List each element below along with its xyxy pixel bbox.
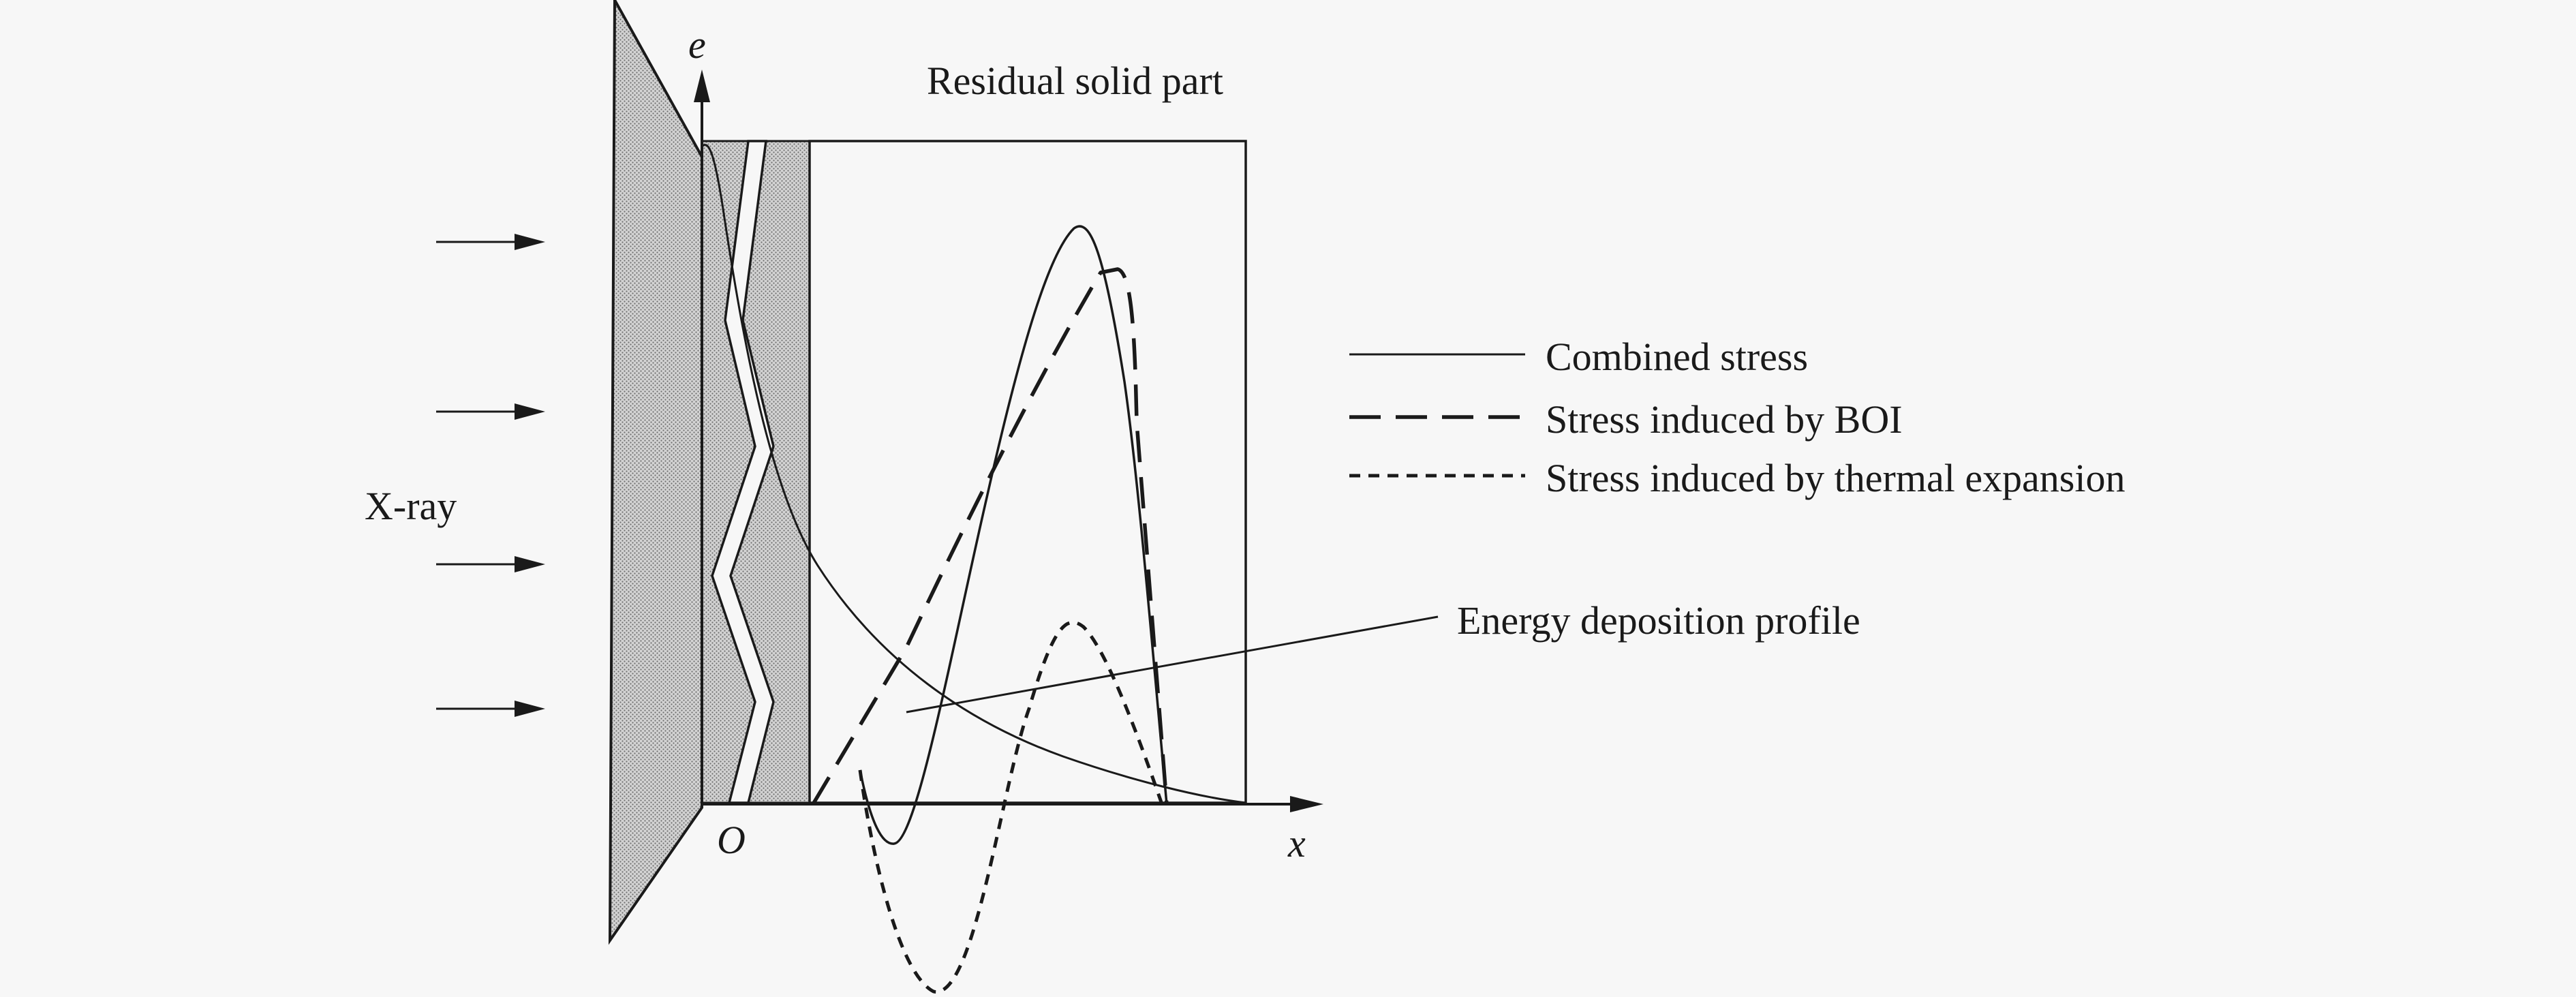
e-axis-arrowhead bbox=[694, 70, 710, 102]
energy-profile-leader bbox=[906, 615, 1439, 714]
residual-solid-label: Residual solid part bbox=[927, 59, 1223, 103]
blowoff-wedge bbox=[608, 0, 703, 945]
legend-item-boi: Stress induced by BOI bbox=[1349, 397, 1903, 442]
legend-item-thermal: Stress induced by thermal expansion bbox=[1349, 456, 2126, 500]
legend-label-boi: Stress induced by BOI bbox=[1546, 397, 1903, 442]
x-axis-label: x bbox=[1287, 821, 1306, 865]
combined-stress-curve bbox=[859, 225, 1168, 845]
xray-label: X-ray bbox=[365, 484, 457, 528]
boi-stress-curve bbox=[811, 267, 1169, 806]
legend-label-combined: Combined stress bbox=[1546, 335, 1808, 379]
xray-arrow-1 bbox=[436, 234, 545, 250]
legend-item-combined: Combined stress bbox=[1349, 335, 1808, 379]
xray-arrow-4 bbox=[436, 701, 545, 717]
xray-arrows bbox=[436, 234, 545, 717]
x-axis-arrowhead bbox=[1290, 796, 1323, 812]
legend: Combined stress Stress induced by BOI St… bbox=[1349, 335, 2126, 500]
xray-arrow-2 bbox=[436, 403, 545, 420]
axes bbox=[694, 70, 1323, 812]
energy-deposition-curve bbox=[701, 144, 1246, 804]
xray-arrow-3 bbox=[436, 556, 545, 572]
legend-label-thermal: Stress induced by thermal expansion bbox=[1546, 456, 2126, 500]
energy-profile-label: Energy deposition profile bbox=[1457, 598, 1860, 643]
origin-label: O bbox=[717, 818, 746, 862]
thermal-stress-curve bbox=[858, 620, 1164, 994]
e-axis-label: e bbox=[688, 22, 706, 67]
